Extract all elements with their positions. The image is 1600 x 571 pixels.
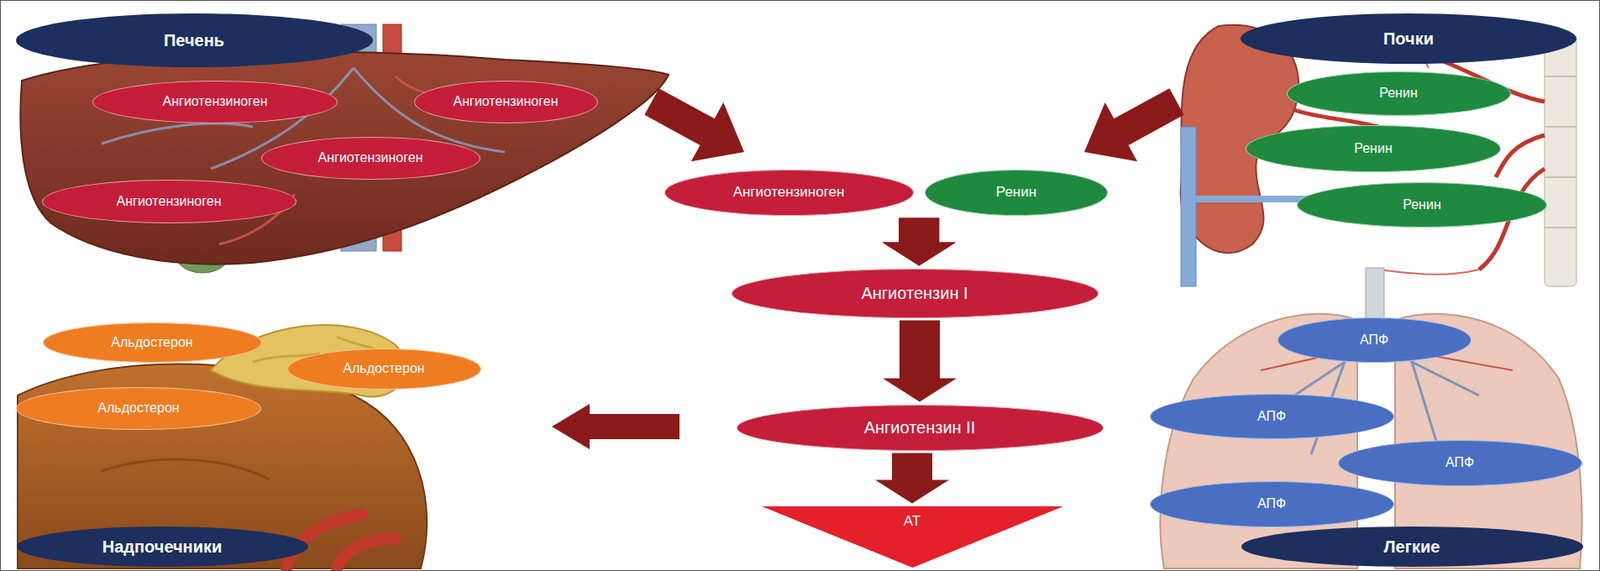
effect-triangle: АТ [761, 506, 1064, 568]
organ-label: Надпочечники [16, 526, 309, 567]
substance-oval: Ангиотензин I [731, 268, 1099, 319]
node-text: Альдостерон [97, 399, 179, 416]
node-text: Ангиотензиноген [733, 183, 845, 201]
enzyme-oval: Ренин [1296, 182, 1548, 228]
node-text: Альдостерон [342, 360, 425, 377]
liver-arrow [644, 88, 745, 162]
enzyme-oval: АПФ [1277, 317, 1472, 363]
node-text: Ренин [1402, 196, 1441, 213]
node-text: АПФ [1257, 495, 1286, 512]
hormone-oval: Альдостерон [15, 387, 262, 431]
enzyme-oval: Ренин [1286, 71, 1511, 116]
node-text: Ангиотензиноген [162, 93, 268, 110]
enzyme-oval: Ренин [1245, 125, 1501, 173]
kidney-arrow [1084, 88, 1185, 162]
flow-arrow [881, 218, 956, 267]
node-text: Ренин [1379, 84, 1417, 101]
node-text: Легкие [1384, 536, 1441, 557]
substance-oval: Ангиотензиноген [414, 80, 599, 124]
hormone-oval: Альдостерон [287, 348, 482, 390]
enzyme-oval: АПФ [1149, 393, 1395, 440]
node-text: АТ [903, 513, 921, 530]
node-text: Ангиотензин II [864, 417, 976, 438]
node-text: АПФ [1257, 408, 1286, 425]
flow-arrow [875, 453, 950, 504]
organ-label: Печень [15, 13, 373, 68]
node-text: Ангиотензин I [860, 283, 968, 304]
enzyme-oval: АПФ [1149, 481, 1395, 528]
node-text: Ренин [996, 183, 1037, 201]
flow-arrow [882, 320, 957, 403]
organ-label: Почки [1240, 13, 1577, 64]
node-text: Ангиотензиноген [116, 193, 222, 210]
substance-oval: Ангиотензиноген [92, 80, 338, 124]
enzyme-oval: АПФ [1337, 440, 1583, 487]
substance-oval: Ангиотензин II [736, 404, 1104, 452]
substance-oval: Ангиотензиноген [261, 136, 481, 180]
organ-label: Легкие [1241, 526, 1584, 567]
node-text: Почки [1383, 28, 1434, 49]
substance-oval: Ангиотензиноген [664, 169, 914, 216]
node-text: Альдостерон [110, 334, 193, 351]
node-text: АПФ [1445, 454, 1475, 471]
node-text: Ренин [1353, 140, 1392, 157]
substance-oval: Ангиотензиноген [41, 179, 297, 224]
adrenal-arrow [551, 403, 680, 450]
flow-arrow [881, 218, 956, 267]
enzyme-oval: Ренин [924, 169, 1108, 216]
node-text: Ангиотензиноген [453, 93, 559, 110]
node-text: Ангиотензиноген [318, 149, 424, 166]
node-text: АПФ [1359, 331, 1389, 348]
node-text: Надпочечники [102, 536, 223, 557]
node-text: Печень [163, 30, 225, 51]
hormone-oval: Альдостерон [42, 322, 263, 363]
